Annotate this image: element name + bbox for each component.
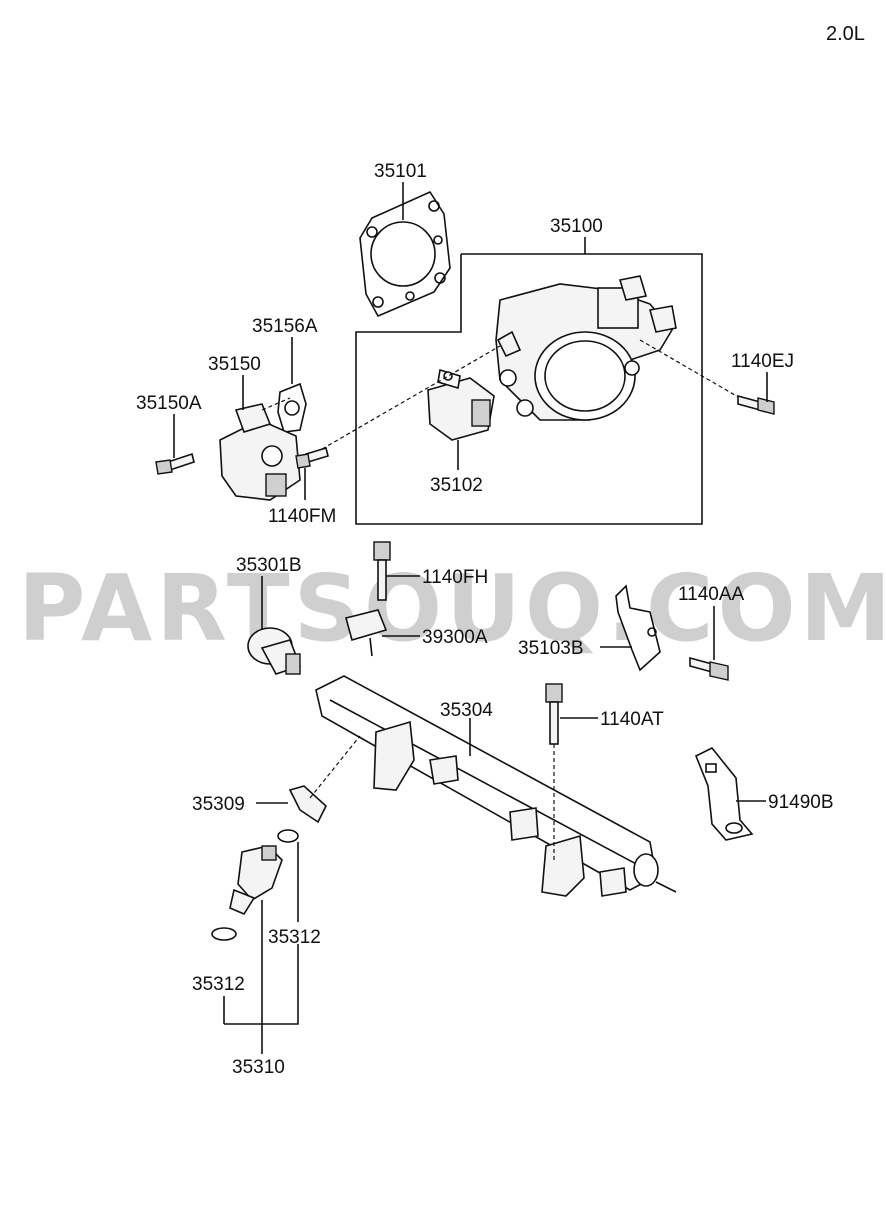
label-35150[interactable]: 35150 (208, 354, 261, 375)
throttle-body-35100 (495, 275, 677, 421)
label-1140FM[interactable]: 1140FM (268, 506, 336, 527)
bolt-1140EJ (737, 394, 775, 415)
engine-label: 2.0L (826, 23, 865, 45)
label-35304[interactable]: 35304 (440, 700, 493, 721)
bolt-1140FM (295, 446, 329, 469)
injector-35310 (229, 845, 283, 916)
label-35301B[interactable]: 35301B (236, 555, 302, 576)
label-35309[interactable]: 35309 (192, 794, 245, 815)
watermark: PARTSOUQ.COM (18, 555, 886, 662)
label-1140AT[interactable]: 1140AT (600, 709, 664, 730)
gasket-35156A (277, 382, 307, 433)
label-1140EJ[interactable]: 1140EJ (731, 351, 794, 372)
bolt-1140AT (545, 683, 563, 745)
label-39300A[interactable]: 39300A (422, 627, 488, 648)
bracket-35103B (615, 584, 661, 672)
bracket-91490B (694, 746, 754, 841)
actuator-35150 (219, 403, 301, 501)
label-35150A[interactable]: 35150A (136, 393, 202, 414)
label-35310[interactable]: 35310 (232, 1057, 285, 1078)
label-35156A[interactable]: 35156A (252, 316, 318, 337)
label-35312-upper[interactable]: 35312 (268, 927, 321, 948)
sensor-39300A (345, 609, 388, 657)
clip-35309 (288, 785, 327, 824)
bolt-35150A (155, 452, 195, 475)
label-35101[interactable]: 35101 (374, 161, 427, 182)
label-35100[interactable]: 35100 (550, 216, 603, 237)
bolt-1140FH (373, 541, 391, 601)
fuel-rail-35304 (315, 675, 677, 897)
o-ring-upper (277, 829, 299, 843)
label-91490B[interactable]: 91490B (768, 792, 834, 813)
bolt-1140AA (689, 656, 729, 681)
gasket-35101 (359, 190, 451, 318)
o-ring-lower (211, 927, 237, 941)
sensor-35102 (427, 368, 495, 441)
label-1140AA[interactable]: 1140AA (678, 584, 745, 605)
label-35103B[interactable]: 35103B (518, 638, 584, 659)
label-1140FH[interactable]: 1140FH (422, 567, 488, 588)
label-35312-lower[interactable]: 35312 (192, 974, 245, 995)
regulator-35301B (247, 627, 302, 675)
label-35102[interactable]: 35102 (430, 475, 483, 496)
